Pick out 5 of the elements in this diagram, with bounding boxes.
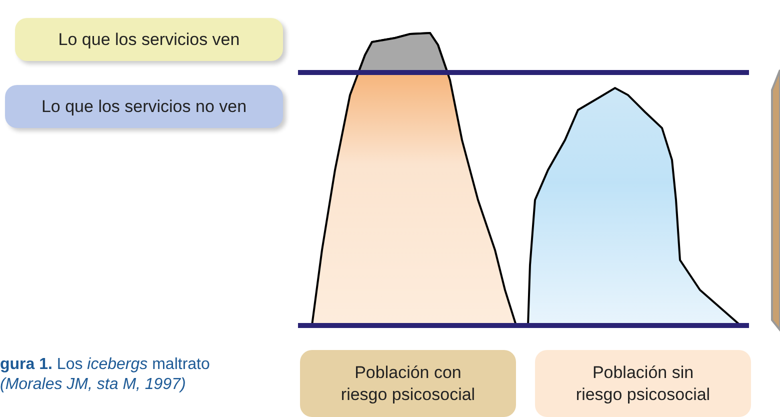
figure-caption: gura 1. Los icebergs maltrato (Morales JM, sta M, 1997) bbox=[0, 355, 211, 395]
category-box: Población sin riesgo psicosocial bbox=[535, 350, 751, 417]
category-box: Población con riesgo psicosocial bbox=[300, 350, 516, 417]
label-box: Lo que los servicios ven bbox=[15, 18, 283, 61]
label-box: Lo que los servicios no ven bbox=[5, 85, 283, 128]
